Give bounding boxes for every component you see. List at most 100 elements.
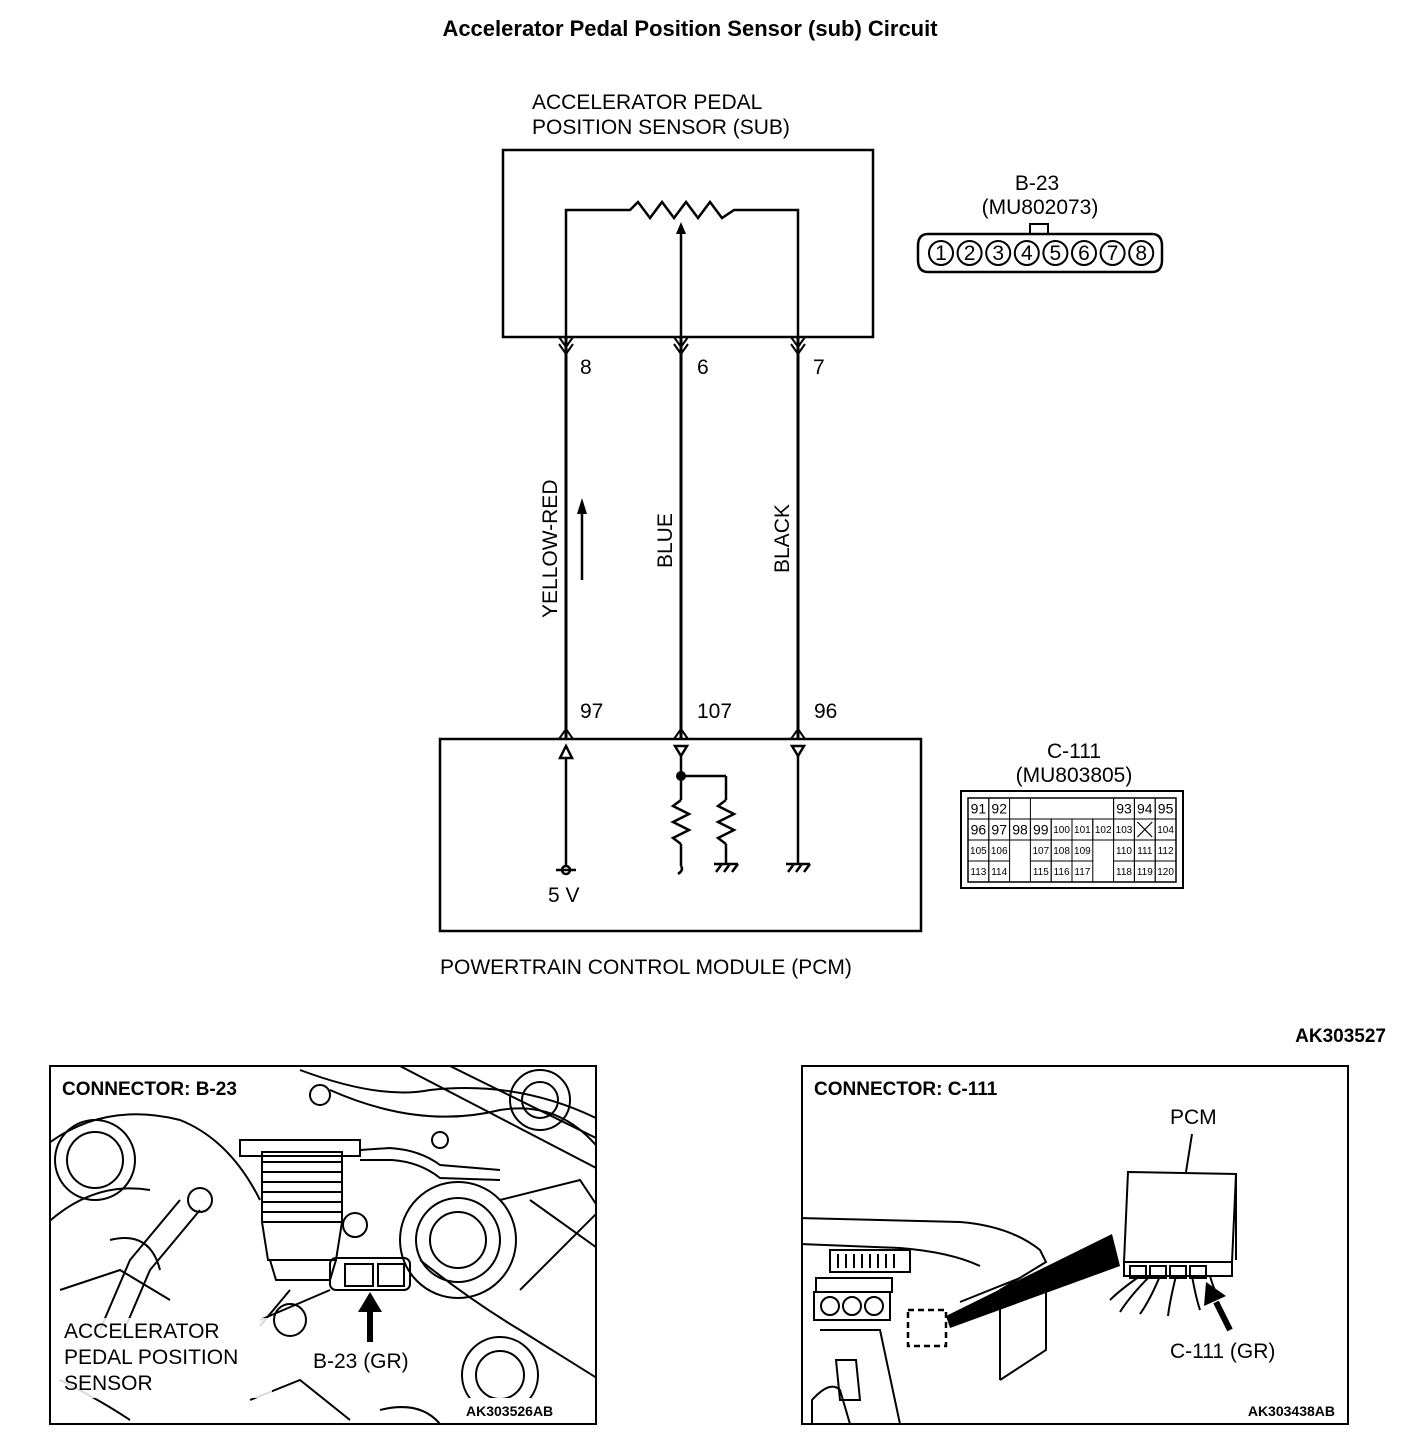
c111-cavity-number: 92 <box>991 801 1007 817</box>
c111-cavity-number: 96 <box>971 822 987 838</box>
b23-pin-number: 3 <box>992 242 1004 265</box>
pcm-label: POWERTRAIN CONTROL MODULE (PCM) <box>440 956 852 979</box>
c111-callout-arrow <box>1213 1300 1233 1332</box>
c111-cavity-number: 110 <box>1116 846 1132 857</box>
potentiometer-symbol <box>564 199 800 337</box>
sensor-box <box>501 148 875 339</box>
zoom-wedge <box>946 1234 1120 1328</box>
c111-cavity <box>1071 860 1094 883</box>
c111-blank-cavity-mark <box>1136 821 1153 838</box>
figure-code: AK303527 <box>1295 1026 1386 1047</box>
c111-cavity-number: 91 <box>971 801 987 817</box>
c111-panel-heading: CONNECTOR: C-111 <box>814 1079 998 1100</box>
b23-pin-circle <box>1099 240 1126 266</box>
b23-pin-number: 1 <box>935 242 947 265</box>
c111-cavity <box>1154 860 1177 883</box>
wiper-arrow <box>676 222 686 234</box>
pcm-box <box>438 737 923 933</box>
c111-cavity-number: 99 <box>1033 822 1049 838</box>
panel-b23: CONNECTOR: B-23 ACCELERATOR PEDAL POSITI… <box>49 1065 597 1425</box>
b23-part-number: (MU802073) <box>982 196 1099 219</box>
sensor-pin-6: 6 <box>697 356 709 379</box>
c111-cavity-number: 115 <box>1033 867 1049 878</box>
pcm-pin-107: 107 <box>697 700 732 723</box>
b23-pin-circle <box>1071 240 1097 266</box>
c111-cavity-number: 93 <box>1116 801 1132 817</box>
c111-cavity-number: 104 <box>1157 825 1174 836</box>
c111-cavity-number: 94 <box>1137 801 1153 817</box>
c111-callout-label: C-111 (GR) <box>1170 1340 1275 1363</box>
c111-callout-arrowhead <box>1204 1282 1226 1306</box>
b23-label-line1: ACCELERATOR <box>64 1320 220 1343</box>
c111-cavity-number: 120 <box>1157 867 1174 878</box>
c111-cavity-number: 114 <box>991 867 1007 878</box>
c111-part-number: (MU803805) <box>1016 764 1133 787</box>
c111-cavity-number: 107 <box>1032 846 1049 857</box>
sensor-pin-7: 7 <box>813 356 825 379</box>
b23-callout-bg <box>310 1346 428 1374</box>
junction-dot <box>676 771 686 781</box>
b23-callout-arrowhead <box>358 1292 382 1312</box>
c111-cavity-number: 101 <box>1074 825 1091 836</box>
b23-code-bg <box>462 1398 592 1422</box>
supply-voltage-label: 5 V <box>548 884 580 907</box>
b23-pin-circle <box>928 240 954 266</box>
b23-pin-number: 5 <box>1050 242 1062 265</box>
c111-cavity-number: 117 <box>1074 867 1090 878</box>
b23-connector-id: B-23 <box>1015 172 1059 195</box>
pcm-pin-96: 96 <box>814 700 837 723</box>
wire-color-yellow-red: YELLOW-RED <box>539 480 562 618</box>
b23-label-bg <box>60 1318 272 1398</box>
c111-cavity-number: 106 <box>991 846 1008 857</box>
harness-wires <box>564 337 800 739</box>
b23-callout-label: B-23 (GR) <box>313 1350 409 1373</box>
pcm-terminals <box>558 727 806 740</box>
c111-cavity-number: 97 <box>991 822 1007 838</box>
sensor-name-line2: POSITION SENSOR (SUB) <box>532 116 790 139</box>
pcm-pin-97: 97 <box>580 700 603 723</box>
diagram-title: Accelerator Pedal Position Sensor (sub) … <box>442 16 938 41</box>
c111-cavity-number: 116 <box>1054 867 1070 878</box>
sensor-pin-8: 8 <box>580 356 592 379</box>
c111-cavity-number: 102 <box>1095 825 1112 836</box>
c111-cavity-number: 113 <box>970 867 986 878</box>
b23-pin-circle <box>956 240 983 266</box>
current-direction-arrow <box>577 498 587 580</box>
c111-housing-key <box>1029 797 1115 820</box>
c111-cavity-number: 109 <box>1074 846 1091 857</box>
b23-panel-heading: CONNECTOR: B-23 <box>62 1079 237 1100</box>
c111-panel-code: AK303438AB <box>1248 1403 1335 1419</box>
b23-label-line3: SENSOR <box>64 1372 153 1395</box>
b23-pin-circle <box>985 240 1012 266</box>
c111-cavity-number: 118 <box>1116 867 1132 878</box>
pcm-internal-circuit <box>556 743 811 876</box>
c111-cavity-number: 112 <box>1158 846 1174 857</box>
c111-cavity-number: 98 <box>1012 822 1028 838</box>
c111-cavity-number: 105 <box>970 846 987 857</box>
c111-cavity-number: 108 <box>1053 846 1070 857</box>
wire-color-black: BLACK <box>771 504 794 573</box>
sensor-name-line1: ACCELERATOR PEDAL <box>532 91 762 114</box>
c111-cavity-number: 103 <box>1116 825 1133 836</box>
c111-cavity-number: 119 <box>1137 867 1153 878</box>
c111-cavity <box>988 860 1011 883</box>
b23-pin-circle <box>1042 240 1069 266</box>
engine-bay-illustration <box>51 1067 595 1423</box>
panel-c111: CONNECTOR: C-111 PCM <box>801 1065 1349 1425</box>
b23-panel-code: AK303526AB <box>466 1403 553 1419</box>
b23-pin-number: 7 <box>1107 242 1119 265</box>
c111-cavity-number: 95 <box>1158 801 1174 817</box>
b23-pin-circle <box>1013 240 1040 266</box>
b23-pin-number: 8 <box>1135 242 1147 265</box>
b23-heading-bg <box>58 1072 288 1100</box>
b23-label-line2: PEDAL POSITION <box>64 1346 238 1369</box>
b23-pin-number: 6 <box>1078 242 1090 265</box>
b23-pin-number: 4 <box>1021 242 1033 265</box>
b23-pin-circle <box>1128 240 1155 266</box>
c111-cavity-number: 111 <box>1137 846 1153 857</box>
b23-pin-number: 2 <box>964 242 976 265</box>
